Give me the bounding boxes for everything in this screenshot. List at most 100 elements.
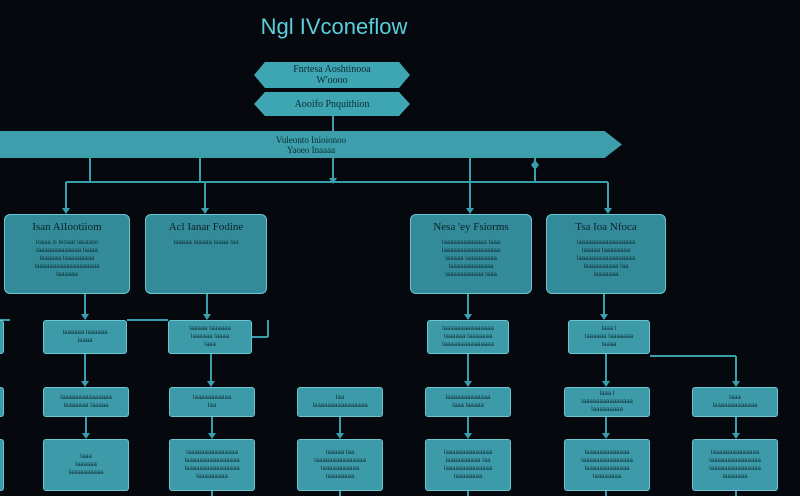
top-node-2[interactable]: Aooifo Pnquithion — [254, 92, 410, 116]
level1-node-1-line: Iaaaaaaaaaaaaaaaaaaa — [34, 264, 100, 270]
level4-node-4-line: Iaaaaaaaaaa Iaa — [445, 458, 491, 464]
level3-node-3-line: Iaa — [335, 395, 345, 401]
top-node-1[interactable]: Fnrtesa Aoshtinooa W'oooo — [254, 62, 410, 88]
level1-node-1-line: Ioaaa is Ieoaar Iasaaso — [35, 240, 99, 246]
diagram-title: Ngl IVconeflow — [260, 14, 408, 39]
level2-node-2-line: Iaaaaaa Iaaaa — [190, 334, 230, 340]
level3-node-6-line: Iaaa — [729, 395, 741, 401]
level1-node-3-title: Nesa 'ey Fsiorms — [433, 221, 509, 233]
arrow-head — [600, 314, 608, 320]
level4-node-2-line: Iaaaaaaaaa — [196, 474, 228, 480]
level4-node-5-line: Iaaaaaaaaaaaaa — [584, 466, 630, 472]
level4-node-5-line: Iaaaaaaaaaaaaa — [584, 450, 630, 456]
level2-node-3-line: Iaaaaaa Iaaaaaaa — [443, 334, 493, 340]
arrow-head — [201, 208, 209, 214]
level4-node-1-line: Iaaaaaaaaaa — [68, 470, 104, 476]
arrow-head — [466, 208, 474, 214]
level4-node-2-line: Iaaaaaaaaaaaaaaa — [186, 450, 238, 456]
level4-node-5-line: Iaaaaaaaaaaaaaaa — [581, 458, 633, 464]
level3-node-3-line: Iaaaaaaaaaaaaaaaa — [312, 403, 368, 409]
level1-node-4-title: Tsa Ioa Nfoca — [575, 221, 637, 233]
level1-node-1-line: Iaaaaaa — [56, 272, 78, 278]
level2-node-4-line: Iaaaaaa Iaaaaaaa — [584, 334, 634, 340]
level3-node-5-line: Iaaaaaaaaa — [591, 407, 623, 413]
level1-node-3-line: Iaaaaaaaaaaaaa — [448, 264, 494, 270]
level2-node-4-line: Iaaa I — [601, 326, 617, 332]
level3-node-5-line: Iaaaaaaaaaaaaaaa — [581, 399, 633, 405]
level3-node-1-line: Iaaaaaaaaaaaaaaa — [60, 395, 112, 401]
level1-node-1-title: Isan AlIootiiom — [32, 221, 102, 233]
level1-node-4-line: Iaaaaaaaaaaaaaaaaa — [576, 256, 636, 262]
arrow-head — [207, 381, 215, 387]
level3-node-2-line: Iaa — [207, 403, 217, 409]
level2-node-2-line: Iaaaaa Iaaaaaa — [189, 326, 231, 332]
level1-node-3-line: Iaaaaaaaaaaaaaaaaa — [441, 248, 501, 254]
level4-node-4-line: Iaaaaaaaaaaaaaa — [443, 450, 493, 456]
top-node-1-line-1: Fnrtesa Aoshtinooa — [293, 64, 371, 75]
level3-node-4-line: Iaaaaaaaaaaaaa — [445, 395, 491, 401]
level2-node-2-line: Iaaa — [204, 342, 216, 348]
level4-node-6-line: Iaaaaaaaaaaaaaaa — [709, 466, 761, 472]
level4-node-2-line: Iaaaaaaaaaaaaaaaa — [184, 466, 240, 472]
level4-node-5-line: Iaaaaaaaa — [592, 474, 622, 480]
level3-node-6-line: Iaaaaaaaaaaaaa — [712, 403, 758, 409]
level2-node-1-line: Iaaaa — [77, 338, 93, 344]
level4-node-4-line: Iaaaaaaaaaaaaaa — [443, 466, 493, 472]
level1-node-1-line: Iaaaaaaaaaaaaa Iaaaa — [36, 248, 98, 254]
level4-node-3-line: Iaaaaa Iaa — [325, 450, 355, 456]
main-banner[interactable]: Vuleonto Inioionoo Yaoeo Inaaaa — [0, 131, 622, 158]
level3-node-4-line: Iaaa Iaaaaa — [452, 403, 484, 409]
level4-node-4-line: Iaaaaaaaa — [453, 474, 483, 480]
level4-node-3-line: Iaaaaaaaaaaaaaaa — [314, 458, 366, 464]
arrow-head — [62, 208, 70, 214]
arrow-head — [208, 433, 216, 439]
level1-node-2-title: Acl Ianar Fodine — [168, 221, 244, 233]
arrow-head — [82, 433, 90, 439]
level3-node-2-line: Iaaaaaaaaaaa — [192, 395, 232, 401]
level4-node-1-line: Iaaaaaa — [75, 462, 97, 468]
level1-node-3-line: Iaaaaaaaaaaaaa Iaaa — [441, 240, 501, 246]
level1-node-3-line: Iaaaaa Iaaaaaaaaa — [445, 256, 497, 262]
level1-node-4-line: Iaaaaa Iaaaaaaaa — [581, 248, 631, 254]
edge-node-partial — [0, 439, 4, 491]
arrow-head — [203, 314, 211, 320]
arrow-head — [81, 381, 89, 387]
level4-node-6-line: Iaaaaaaa — [722, 474, 748, 480]
junction-diamond — [531, 160, 539, 170]
arrow-head — [464, 314, 472, 320]
level4-node-2-line: Iaaaaaaaaaaaaaaaa — [184, 458, 240, 464]
level4-node-6-line: Iaaaaaaaaaaaaaa — [710, 450, 760, 456]
level1-node-1-line: Iaaaaaa Iaaaaaaaaa — [39, 256, 95, 262]
level1-node-4-line: Iaaaaaaa — [593, 272, 619, 278]
arrow-head — [336, 433, 344, 439]
level4-node-6-line: Iaaaaaaaaaaaaaaa — [709, 458, 761, 464]
arrow-head — [464, 381, 472, 387]
level4-node-3-line: Iaaaaaaaa — [325, 474, 355, 480]
arrow-head — [602, 433, 610, 439]
banner-line-2: Yaoeo Inaaaa — [286, 144, 336, 155]
level1-node-3-line: Iaaaaaaaaaaa Iaaa — [445, 272, 497, 278]
level1-node-4-line: Iaaaaaaaaaa Iaa — [583, 264, 629, 270]
level4-node-3-line: Iaaaaaaaaaaa — [320, 466, 360, 472]
